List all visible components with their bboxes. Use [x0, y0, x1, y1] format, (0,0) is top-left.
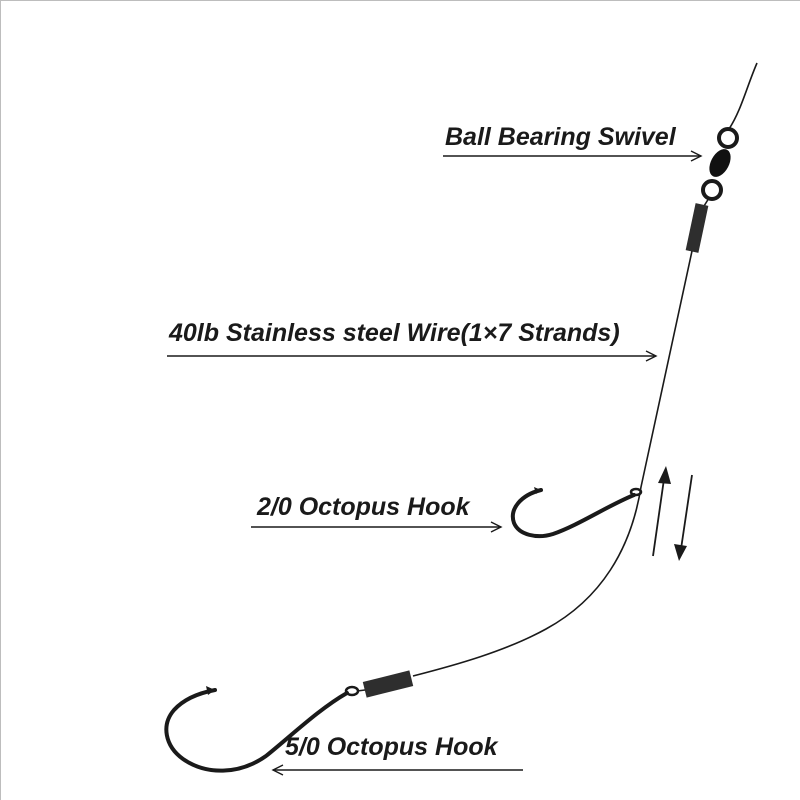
hook-icon — [510, 487, 643, 539]
crimp-sleeve-icon — [362, 670, 414, 698]
swivel-leader-arrow — [443, 150, 703, 162]
slide-arrows-icon — [652, 466, 693, 561]
swivel-icon — [701, 127, 739, 201]
hook-small-leader-arrow — [251, 521, 503, 533]
wire-leader-arrow — [167, 350, 658, 362]
main-line — [728, 62, 758, 130]
hook-large-leader-arrow — [271, 764, 523, 776]
crimp-sleeve-icon — [685, 203, 709, 253]
hook-large-label: 5/0 Octopus Hook — [285, 733, 498, 761]
steel-wire — [412, 250, 693, 677]
hook-icon — [164, 685, 360, 773]
hook-small-label: 2/0 Octopus Hook — [257, 493, 470, 521]
swivel-label: Ball Bearing Swivel — [445, 123, 676, 151]
wire-label: 40lb Stainless steel Wire(1×7 Strands) — [169, 319, 620, 347]
